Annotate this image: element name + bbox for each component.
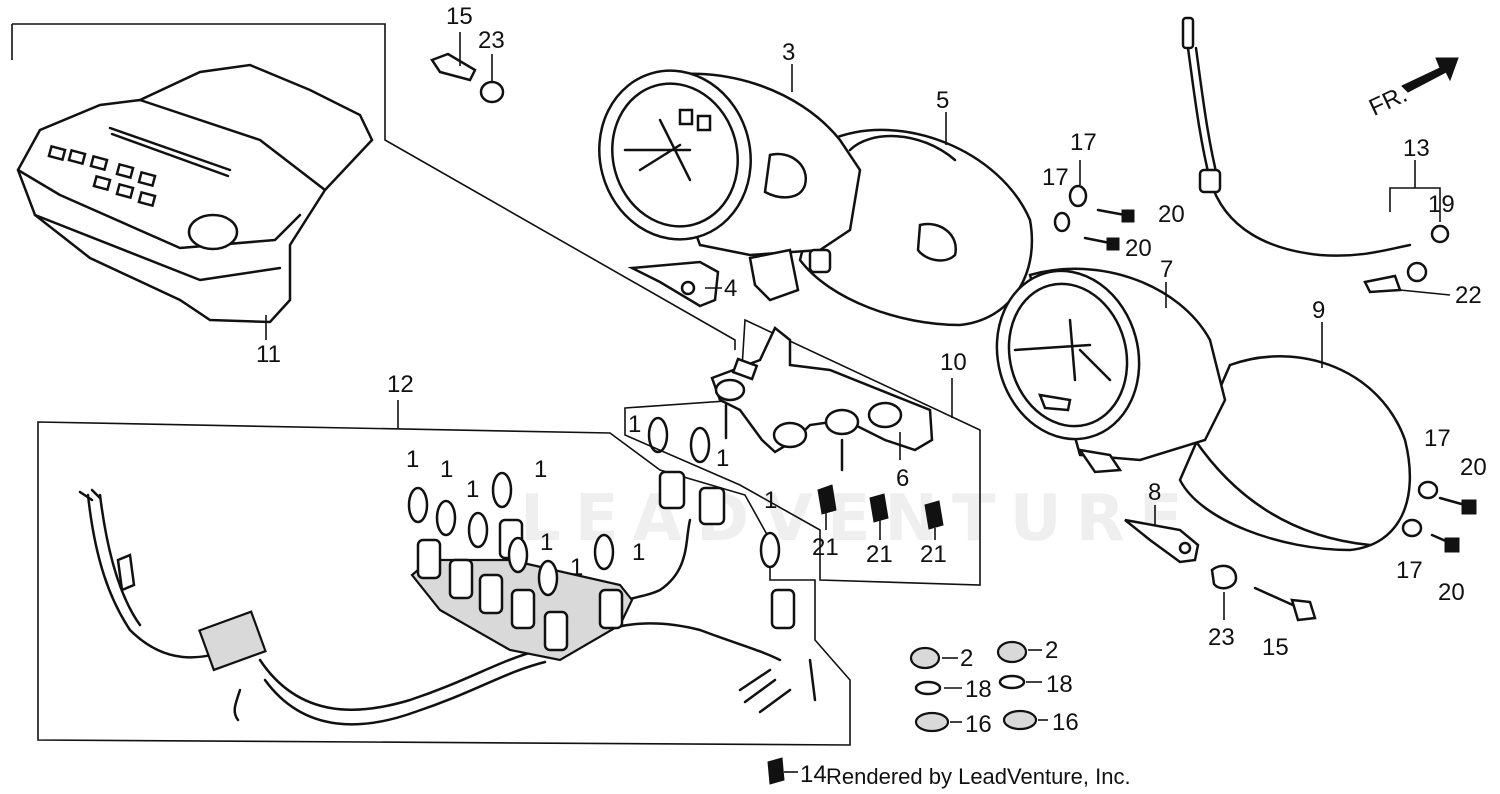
speedometer-cable-part: [1181, 16, 1450, 294]
meter-plate-4-part: [627, 260, 720, 308]
callout-16b: 16: [1052, 709, 1079, 736]
meter-cover-part: [16, 63, 374, 324]
callout-2b: 2: [1045, 637, 1058, 664]
bolt-15-grommet-23-lower: [1210, 564, 1317, 622]
bulbs-part: [407, 416, 781, 597]
callout-15a: 15: [446, 3, 473, 30]
callout-11: 11: [256, 341, 281, 368]
callout-20d: 20: [1438, 579, 1465, 606]
bolt-14-part: [767, 757, 785, 785]
speedometer-part: [598, 69, 1034, 327]
callout-1j: 1: [764, 487, 777, 514]
callout-7: 7: [1160, 256, 1173, 283]
callout-3: 3: [782, 39, 795, 66]
callout-6: 6: [896, 465, 909, 492]
bulb-callouts: 1 1 1 1 1 1 1 1 1 1: [406, 411, 777, 581]
callout-1f: 1: [570, 554, 583, 581]
hardware-right: [1401, 480, 1477, 553]
callout-2a: 2: [960, 645, 973, 672]
meter-bracket-part: [710, 326, 934, 472]
callout-17b: 17: [1042, 164, 1069, 191]
callout-9: 9: [1312, 297, 1325, 324]
credit-text: Rendered by LeadVenture, Inc.: [826, 764, 1131, 789]
callout-17d: 17: [1396, 557, 1423, 584]
callout-10: 10: [940, 349, 967, 376]
front-direction-arrow: FR.: [1365, 57, 1459, 122]
bolt-15-grommet-23-upper: [430, 52, 505, 104]
callout-1h: 1: [628, 411, 641, 438]
callout-1b: 1: [440, 456, 453, 483]
harness-group-outline: [37, 421, 851, 746]
callout-15b: 15: [1262, 634, 1289, 661]
callout-18b: 18: [1046, 671, 1073, 698]
callout-23b: 23: [1208, 624, 1235, 651]
leader-22: [1399, 289, 1451, 296]
hardware-upper-right: [1053, 184, 1135, 251]
bulb-socket-plate-part: [410, 470, 796, 662]
meter-plate-8-part: [1124, 518, 1200, 564]
callout-1g: 1: [632, 539, 645, 566]
callout-19: 19: [1428, 191, 1455, 218]
callout-1d: 1: [534, 456, 547, 483]
tachometer-part: [995, 267, 1412, 552]
callout-22: 22: [1455, 282, 1482, 309]
callout-21a: 21: [812, 534, 839, 561]
watermark-text: LEADVENTURE: [520, 482, 1197, 556]
screws-21-part: [817, 484, 944, 530]
callout-12: 12: [387, 371, 414, 398]
callout-23a: 23: [478, 27, 505, 54]
callout-4: 4: [724, 275, 737, 302]
callout-21c: 21: [920, 541, 947, 568]
callout-13: 13: [1403, 135, 1430, 162]
nuts-washers-lower: [909, 640, 1038, 733]
callout-16a: 16: [965, 711, 992, 738]
callout-20b: 20: [1125, 235, 1152, 262]
callout-18a: 18: [965, 676, 992, 703]
callout-17c: 17: [1424, 425, 1451, 452]
callout-1e: 1: [540, 529, 553, 556]
callout-17a: 17: [1070, 129, 1097, 156]
callout-1a: 1: [406, 446, 419, 473]
callout-1i: 1: [716, 445, 729, 472]
callout-20c: 20: [1460, 454, 1487, 481]
callout-8: 8: [1148, 479, 1161, 506]
callout-20a: 20: [1158, 201, 1185, 228]
callout-14: 14: [800, 761, 827, 788]
cover-group-outline: [12, 23, 736, 350]
callout-5: 5: [936, 87, 949, 114]
callout-21b: 21: [866, 541, 893, 568]
callout-1c: 1: [466, 476, 479, 503]
